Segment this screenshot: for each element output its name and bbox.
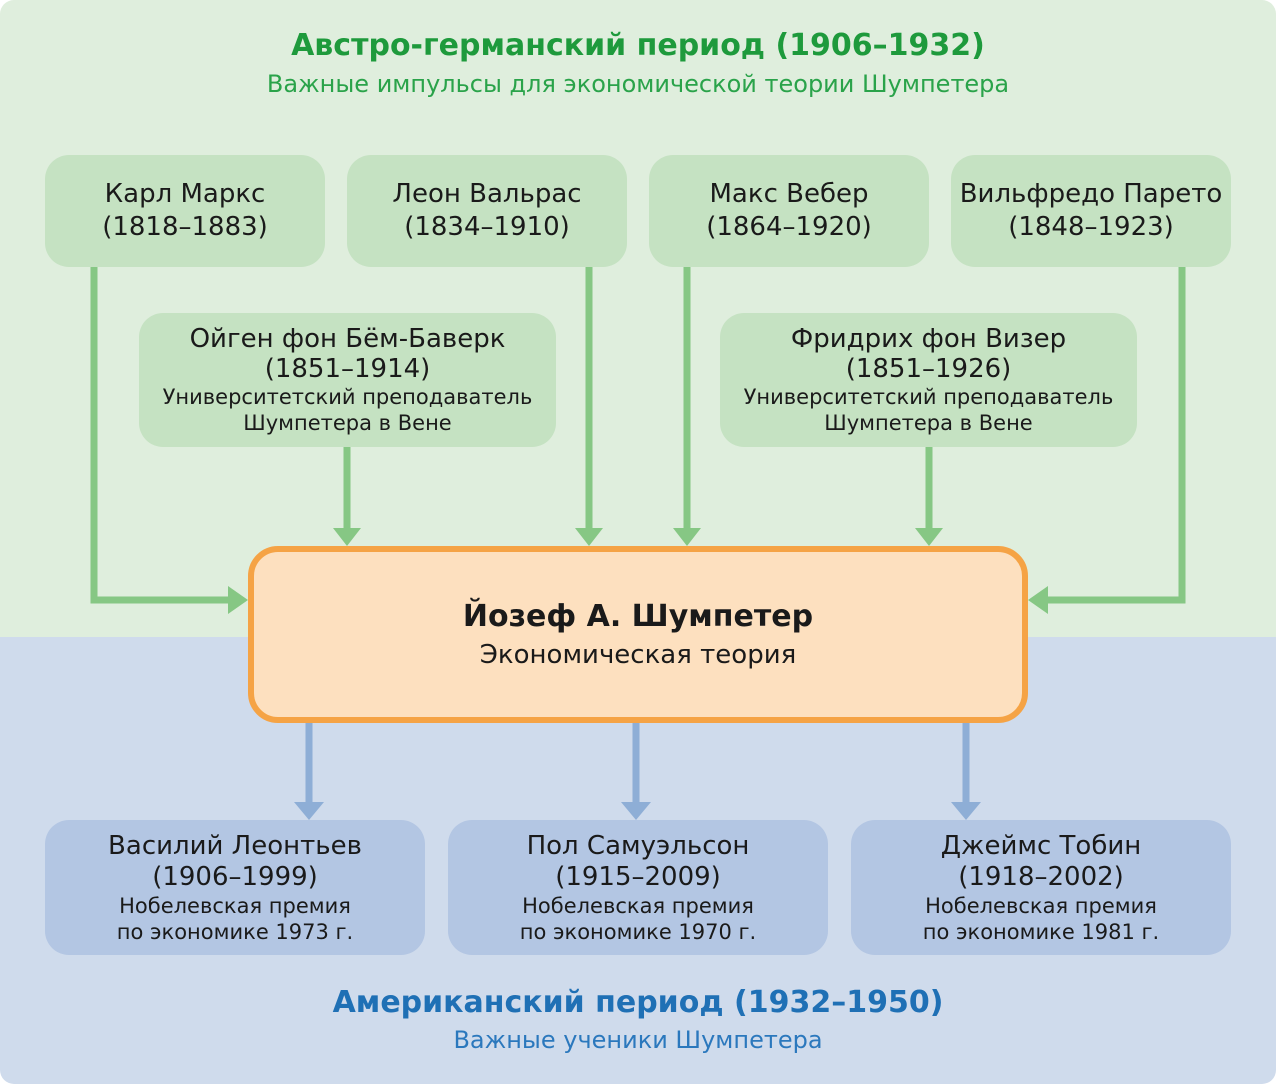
years: (1834–1910) <box>404 212 570 242</box>
center-schumpeter: Йозеф А. Шумпетер Экономическая теория <box>248 546 1028 723</box>
years: (1918–2002) <box>958 861 1124 892</box>
teacher-wieser: Фридрих фон Визер (1851–1926) Университе… <box>720 313 1137 447</box>
name: Фридрих фон Визер <box>790 324 1067 354</box>
influence-marx: Карл Маркс (1818–1883) <box>45 155 325 267</box>
name: Ойген фон Бём-Баверк <box>189 324 506 354</box>
note: Нобелевская премия <box>522 893 754 918</box>
name: Макс Вебер <box>709 179 869 209</box>
influence-walras: Леон Вальрас (1834–1910) <box>347 155 627 267</box>
note: Университетский преподаватель <box>743 385 1114 409</box>
arrow-pareto <box>1048 267 1186 604</box>
years: (1818–1883) <box>102 212 268 242</box>
name: Вильфредо Парето <box>959 179 1223 209</box>
years: (1864–1920) <box>706 212 872 242</box>
center-subtitle: Экономическая теория <box>479 639 797 670</box>
student-samuelson: Пол Самуэльсон (1915–2009) Нобелевская п… <box>448 820 828 955</box>
note: Университетский преподаватель <box>162 385 533 409</box>
student-tobin: Джеймс Тобин (1918–2002) Нобелевская пре… <box>851 820 1231 955</box>
note: по экономике 1981 г. <box>922 919 1160 944</box>
top-subtitle: Важные импульсы для экономической теории… <box>266 70 1010 98</box>
note: по экономике 1970 г. <box>519 919 757 944</box>
name: Василий Леонтьев <box>108 830 362 861</box>
teacher-bohm-bawerk: Ойген фон Бём-Баверк (1851–1914) Универс… <box>139 313 556 447</box>
arrow-marx <box>90 267 228 604</box>
note: Нобелевская премия <box>119 893 351 918</box>
bottom-title: Американский период (1932–1950) <box>332 985 944 1020</box>
note: Нобелевская премия <box>925 893 1157 918</box>
name: Карл Маркс <box>104 179 266 209</box>
years: (1851–1926) <box>845 354 1012 384</box>
years: (1915–2009) <box>555 861 721 892</box>
years: (1906–1999) <box>152 861 318 892</box>
years: (1851–1914) <box>264 354 431 384</box>
influence-pareto: Вильфредо Парето (1848–1923) <box>951 155 1231 267</box>
name: Леон Вальрас <box>392 179 582 209</box>
years: (1848–1923) <box>1008 212 1174 242</box>
bottom-subtitle: Важные ученики Шумпетера <box>453 1026 823 1054</box>
name: Пол Самуэльсон <box>526 830 750 861</box>
note: Шумпетера в Вене <box>824 411 1033 435</box>
center-name: Йозеф А. Шумпетер <box>462 598 814 634</box>
name: Джеймс Тобин <box>940 830 1142 861</box>
influence-weber: Макс Вебер (1864–1920) <box>649 155 929 267</box>
note: Шумпетера в Вене <box>243 411 452 435</box>
note: по экономике 1973 г. <box>116 919 354 944</box>
top-title: Австро-германский период (1906–1932) <box>291 28 985 63</box>
student-leontief: Василий Леонтьев (1906–1999) Нобелевская… <box>45 820 425 955</box>
